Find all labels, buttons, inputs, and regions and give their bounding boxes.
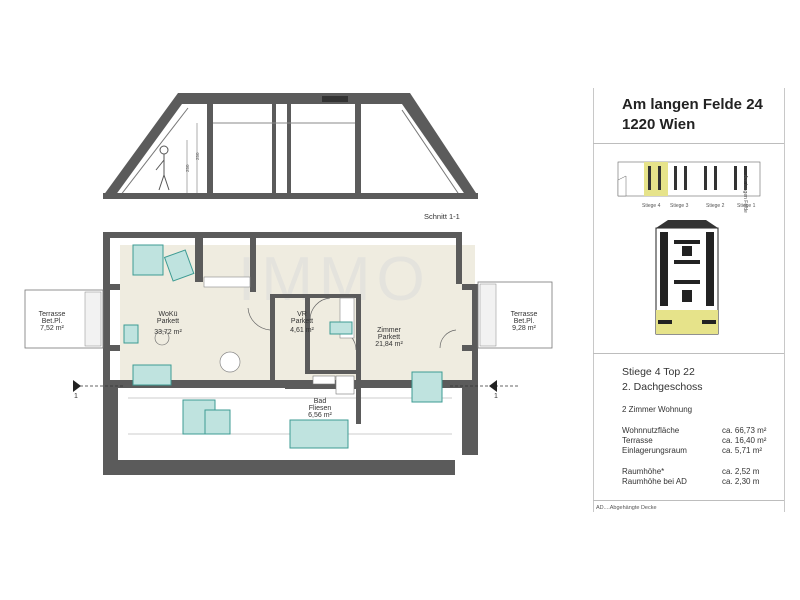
height-label-ad: Raumhöhe bei AD xyxy=(622,477,687,486)
area-value-living: ca. 66,73 m² xyxy=(722,426,767,435)
dining-table xyxy=(219,351,241,373)
person-icon xyxy=(155,145,170,191)
stair-label-2: Stiege 2 xyxy=(706,203,725,209)
room-label-vorraum: VR Parkett 4,61 m² xyxy=(282,311,322,334)
stair-label-1: Stiege 1 xyxy=(737,203,756,209)
room-name: Zimmer xyxy=(377,327,401,334)
area-value-storage: ca. 5,71 m² xyxy=(722,446,763,455)
address-line-1: Am langen Felde 24 xyxy=(622,96,763,113)
room-name: Terrasse xyxy=(510,311,538,318)
drawing-area: 250 250 Schnitt 1-1 IMMO xyxy=(24,93,553,475)
room-area: 21,84 m² xyxy=(375,341,403,348)
cut-marker-left: 1 xyxy=(74,393,78,400)
room-area: 9,28 m² xyxy=(512,325,536,332)
footnote: AD....Abgehängte Decke xyxy=(596,505,657,511)
terrace-right xyxy=(477,281,553,349)
room-label-bad: Bad Fliesen 6,56 m² xyxy=(300,398,340,419)
room-name: Bad xyxy=(313,398,327,405)
section-view xyxy=(103,93,478,199)
room-floor: Parkett xyxy=(290,318,314,325)
room-floor: Fliesen xyxy=(308,405,332,412)
room-area: 4,61 m² xyxy=(290,327,314,334)
unit-floor: 2. Dachgeschoss xyxy=(622,381,703,393)
room-label-zimmer: Zimmer Parkett 21,84 m² xyxy=(364,327,414,348)
room-floor: Bet.Pl. xyxy=(41,318,63,325)
height-value-ad: ca. 2,30 m xyxy=(722,477,760,486)
furniture xyxy=(123,244,443,449)
room-floor: Parkett xyxy=(156,318,180,325)
room-label-terrace-right: Terrasse Bet.Pl. 9,28 m² xyxy=(504,311,544,332)
cut-marker-right: 1 xyxy=(494,393,498,400)
height-label-room: Raumhöhe* xyxy=(622,467,665,476)
area-label-storage: Einlagerungsraum xyxy=(622,446,687,455)
room-floor: Parkett xyxy=(377,334,401,341)
room-name: WoKü xyxy=(158,311,178,318)
area-label-living: Wohnnutzfläche xyxy=(622,426,680,435)
info-sidebar xyxy=(593,88,785,512)
unit-type: 2 Zimmer Wohnung xyxy=(622,405,693,414)
key-plan xyxy=(617,161,761,335)
stair-label-3: Stiege 3 xyxy=(670,203,689,209)
room-name: VR xyxy=(297,311,307,318)
room-label-wohnkueche: WoKü Parkett 33,72 m² xyxy=(138,311,198,336)
address-line-2: 1220 Wien xyxy=(622,116,696,133)
watermark: IMMO xyxy=(238,245,431,314)
floor-plan: IMMO xyxy=(24,232,553,475)
divider xyxy=(593,500,784,501)
stair-label-4: Stiege 4 xyxy=(642,203,661,209)
section-label: Schnitt 1-1 xyxy=(424,212,460,221)
height-value-room: ca. 2,52 m xyxy=(722,467,760,476)
area-value-terrace: ca. 16,40 m² xyxy=(722,436,767,445)
room-area: 6,56 m² xyxy=(308,412,332,419)
street-label: Am langen Felde xyxy=(742,175,748,213)
room-area: 7,52 m² xyxy=(40,325,64,332)
room-label-terrace-left: Terrasse Bet.Pl. 7,52 m² xyxy=(32,311,72,332)
divider xyxy=(593,353,784,354)
dim-label-2: 250 xyxy=(195,152,200,160)
room-floor: Bet.Pl. xyxy=(513,318,535,325)
plant-icon xyxy=(154,330,170,346)
room-name: Terrasse xyxy=(38,311,66,318)
area-label-terrace: Terrasse xyxy=(622,436,653,445)
dim-label-1: 250 xyxy=(185,164,190,172)
room-area: 33,72 m² xyxy=(154,329,182,336)
unit-title: Stiege 4 Top 22 xyxy=(622,366,695,378)
divider xyxy=(593,143,784,144)
terrace-left xyxy=(24,289,104,349)
